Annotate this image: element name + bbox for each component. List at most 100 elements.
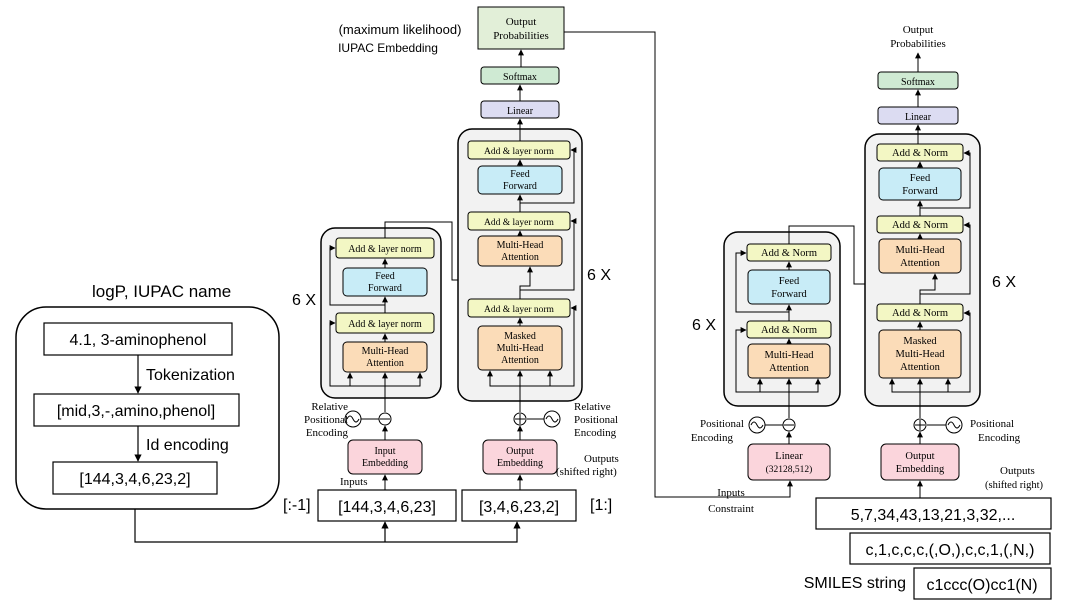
decoder-2-repeat: 6 X	[992, 274, 1016, 291]
encoder-1-seq: [144,3,4,6,23]	[338, 499, 436, 516]
decoder-1-task: IUPAC Embedding	[338, 41, 438, 55]
decoder-1-embed-line1: Output	[506, 446, 534, 457]
left-panel-connectors	[134, 509, 521, 543]
decoder-2-ids: 5,7,34,43,13,21,3,32,...	[851, 507, 1016, 524]
decoder-1-ffn-line1: Feed	[510, 169, 529, 180]
decoder-1-masked-line3: Attention	[501, 355, 539, 366]
encoder-2-internal-arrows	[735, 250, 821, 418]
left-panel-title: logP, IUPAC name	[92, 282, 231, 301]
decoder-2-pos-line1: Positional	[970, 418, 1014, 430]
decoder-2-mha-line2: Attention	[900, 258, 940, 269]
decoder-2-softmax-label: Softmax	[901, 77, 935, 88]
smiles-label: SMILES string	[804, 575, 906, 592]
ids-box	[52, 461, 218, 495]
decoder-1-repeat: 6 X	[587, 267, 611, 284]
encoder-1-ffn-line2: Forward	[368, 283, 402, 294]
decoder-1-seq: [3,4,6,23,2]	[479, 499, 559, 516]
decoder-2-tokens: c,1,c,c,c,(,O,),c,c,1,(,N,)	[866, 542, 1035, 559]
decoder-1-add-norm-1	[467, 140, 571, 160]
smiles-text: c1ccc(O)cc1(N)	[926, 577, 1037, 594]
decoder-1: (maximum likelihood) IUPAC Embedding Out…	[338, 6, 619, 522]
decoder-1-mha-line1: Multi-Head	[497, 240, 544, 251]
decoder-1-outputs-line1: Outputs	[584, 453, 619, 465]
decoder-2-masked-line2: Multi-Head	[896, 349, 946, 360]
decoder-1-outputs-line2: (shifted right)	[556, 466, 617, 478]
output-to-constraint	[564, 31, 793, 498]
encoder-1-input-embedding	[347, 439, 423, 475]
encoder-1-embed-line2: Embedding	[362, 458, 408, 469]
decoder-1-embed-line2: Embedding	[497, 458, 543, 469]
ids-text: [144,3,4,6,23,2]	[79, 471, 190, 488]
decoder-1-add-norm-2-label: Add & layer norm	[484, 218, 555, 228]
decoder-2-internal-arrows	[889, 52, 971, 418]
decoder-1-add-norm-3-label: Add & layer norm	[484, 305, 555, 315]
decoder-2-mha-line1: Multi-Head	[896, 245, 946, 256]
decoder-2-add-norm-2-label: Add & Norm	[892, 220, 948, 231]
encoder-1-pos-line1: Relative	[311, 401, 348, 413]
decoder-1-seq-box	[461, 489, 577, 522]
input-text-box	[43, 322, 233, 356]
encoder-1-mha-line2: Attention	[366, 358, 404, 369]
decoder-2-outputs-line2: (shifted right)	[985, 480, 1044, 491]
encoder-2-pos-line2: Encoding	[691, 432, 734, 444]
decoder-1-add-norm-3	[467, 298, 571, 318]
smiles-box	[913, 567, 1052, 600]
decoder-2-add-norm-1-label: Add & Norm	[892, 148, 948, 159]
encoder-2-repeat: 6 X	[692, 317, 716, 334]
decoder-1-output-probabilities	[477, 6, 565, 50]
decoder-1-softmax-label: Softmax	[503, 72, 537, 83]
step-tokenization-label: Tokenization	[146, 367, 235, 384]
decoder-2-embed-line1: Output	[905, 451, 934, 462]
encoder-2-mha-line2: Attention	[769, 363, 809, 374]
decoder-1-pos-line1: Relative	[574, 401, 611, 413]
decoder-2-masked-line3: Attention	[900, 362, 940, 373]
decoder-2-output-line2: Probabilities	[890, 38, 946, 50]
encoder-1-slice: [:-1]	[283, 497, 311, 514]
encoder-1-pos-line3: Encoding	[306, 427, 349, 439]
encoder-1-inputs-label: Inputs	[340, 476, 368, 488]
encoder-1-repeat: 6 X	[292, 292, 316, 309]
encoder-2-linear-line1: Linear	[775, 451, 803, 462]
decoder-1-masked-line1: Masked	[504, 331, 536, 342]
encoder-2: 6 X Add & Norm Feed Forward Add & Norm M…	[691, 231, 841, 481]
decoder-2-ids-box	[815, 497, 1052, 530]
decoder-1-objective: (maximum likelihood)	[339, 22, 462, 37]
decoder-1-pos-line2: Positional	[574, 414, 618, 426]
encoder-1-pos-line2: Positional	[304, 414, 348, 426]
decoder-2-ffn-line1: Feed	[910, 173, 931, 184]
constraint-line1: Inputs	[717, 487, 745, 499]
encoder-1-internal-arrows	[329, 245, 423, 412]
encoder-2-add-norm-top-label: Add & Norm	[761, 248, 817, 259]
decoder-2: Output Probabilities Softmax Linear 6 X …	[804, 24, 1052, 600]
decoder-1-linear-label: Linear	[507, 106, 534, 117]
encoder-1-add-norm-top-label: Add & layer norm	[348, 244, 422, 255]
decoder-1-output-line2: Probabilities	[493, 30, 549, 42]
decoder-1-output-embedding	[482, 439, 558, 475]
decoder-2-pos-line2: Encoding	[978, 432, 1021, 444]
encoder-1-embed-line1: Input	[374, 446, 395, 457]
decoder-2-ffn-line2: Forward	[902, 186, 938, 197]
decoder-1-add-norm-2	[467, 211, 571, 231]
encoder-2-ffn-line2: Forward	[771, 289, 807, 300]
decoder-2-embed-line2: Embedding	[896, 464, 945, 475]
tokens-box	[33, 393, 240, 427]
decoder-2-add-norm-1	[876, 143, 964, 162]
decoder-2-output-embedding	[880, 443, 960, 481]
encoder-2-pos-line1: Positional	[700, 418, 744, 430]
tokens-text: [mid,3,-,amino,phenol]	[57, 403, 215, 420]
decoder-1-internal-arrows	[487, 49, 577, 412]
decoder-1-mha-line2: Attention	[501, 252, 539, 263]
encoder-1-add-norm-bottom-label: Add & layer norm	[348, 319, 422, 330]
decoder-1-ffn-line2: Forward	[503, 181, 537, 192]
encoder-2-mha-line1: Multi-Head	[765, 350, 815, 361]
decoder-2-output-line1: Output	[903, 24, 934, 36]
decoder-1-softmax	[480, 66, 560, 85]
encoder-2-ffn-line1: Feed	[779, 276, 800, 287]
decoder-1-add-norm-1-label: Add & layer norm	[484, 147, 555, 157]
encoder-2-add-norm-bottom-label: Add & Norm	[761, 325, 817, 336]
decoder-1-pos-line3: Encoding	[574, 427, 617, 439]
decoder-2-linear-label: Linear	[905, 112, 932, 123]
decoder-2-tokens-box	[849, 532, 1051, 565]
encoder-1-ffn-line1: Feed	[375, 271, 394, 282]
